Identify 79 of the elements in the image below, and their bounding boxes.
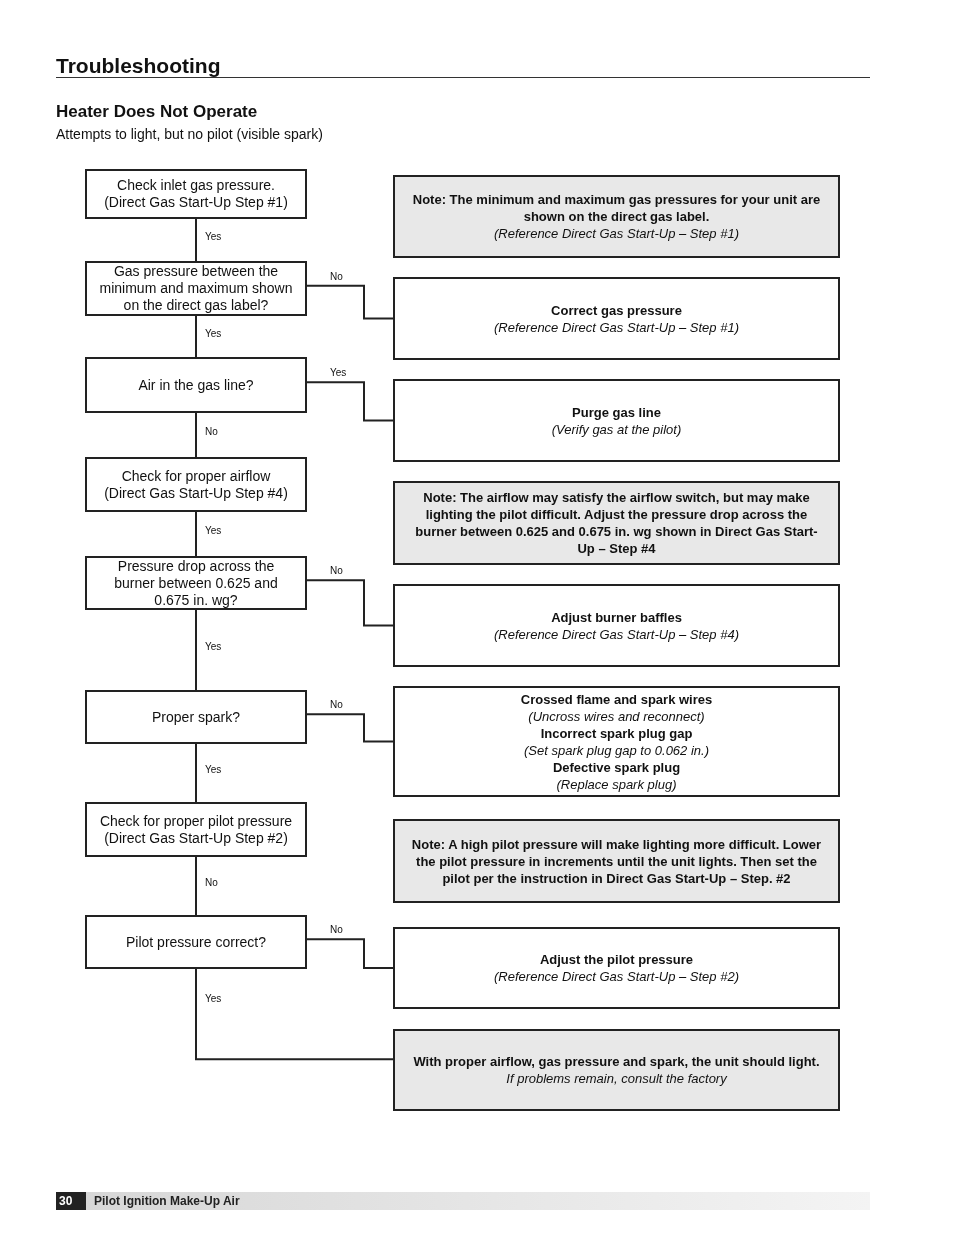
action-heading: Note: A high pilot pressure will make lighting more difficult. Lower the pilot pressure in increments until the unit lights. Then set the pilot per the instruction in Direct Gas Start-Up – Step. #2 <box>410 835 823 887</box>
connector-line <box>195 218 197 262</box>
connector-line <box>306 381 394 422</box>
action-heading: Note: The airflow may satisfy the airflow switch, but may make lighting the pilot difficult. Adjust the pressure drop across the burner between 0.625 and 0.675 in. wg shown in Direct Gas Start-Up – Step #4 <box>414 489 819 557</box>
action-note: (Reference Direct Gas Start-Up – Step #4) <box>494 625 739 643</box>
edge-label: No <box>329 271 344 282</box>
action-heading: Crossed flame and spark wires <box>520 690 713 708</box>
step-text: (Direct Gas Start-Up Step #4) <box>104 484 288 502</box>
step-box <box>85 556 307 610</box>
edge-label: Yes <box>204 232 223 242</box>
action-box <box>393 927 840 1009</box>
edge-label: Yes <box>329 368 348 379</box>
action-heading: With proper airflow, gas pressure and spark, the unit should light. <box>413 1053 820 1070</box>
action-box <box>393 584 840 667</box>
action-box <box>393 686 840 797</box>
step-box <box>85 915 307 969</box>
action-note: If problems remain, consult the factory <box>506 1070 727 1087</box>
action-note: (Replace spark plug) <box>556 775 677 793</box>
edge-label: Yes <box>204 642 223 652</box>
connector-line <box>195 968 394 1061</box>
note-box <box>393 1029 840 1111</box>
action-heading: Defective spark plug <box>552 758 681 776</box>
connector-line <box>195 511 197 557</box>
edge-label: Yes <box>204 994 223 1005</box>
action-heading: Adjust burner baffles <box>551 608 682 626</box>
connector-line <box>306 938 394 969</box>
step-text: Gas pressure between the minimum and maximum shown on the direct gas label? <box>99 263 293 314</box>
action-box <box>393 379 840 462</box>
section-heading: Heater Does Not Operate <box>56 101 258 123</box>
action-note: (Verify gas at the pilot) <box>551 420 682 438</box>
connector-line <box>306 284 394 320</box>
connector-line <box>306 713 394 743</box>
note-box <box>393 819 840 903</box>
step-text: Pilot pressure correct? <box>125 933 267 951</box>
connector-line <box>195 315 197 358</box>
step-box <box>85 357 307 413</box>
action-heading: Note: The minimum and maximum gas pressures for your unit are shown on the direct gas label. <box>411 191 822 225</box>
connector-line <box>195 856 197 916</box>
edge-label: Yes <box>204 328 223 339</box>
connector-line <box>306 579 394 627</box>
edge-label: Yes <box>204 526 223 536</box>
edge-label: No <box>329 925 344 936</box>
action-heading: Adjust the pilot pressure <box>539 951 694 968</box>
action-note: (Set spark plug gap to 0.062 in.) <box>524 741 709 759</box>
edge-label: No <box>204 427 219 437</box>
step-text: Check for proper pilot pressure <box>99 812 293 830</box>
section-subtitle: Attempts to light, but no pilot (visible spark) <box>56 125 323 144</box>
step-box <box>85 690 307 744</box>
edge-label: No <box>204 878 219 888</box>
step-text: Proper spark? <box>152 708 240 726</box>
connector-line <box>195 412 197 458</box>
footer-title: Pilot Ignition Make-Up Air <box>94 1193 240 1210</box>
action-note: (Reference Direct Gas Start-Up – Step #1) <box>494 318 739 336</box>
step-text: Pressure drop across the burner between 0.625 and 0.675 in. wg? <box>113 557 279 609</box>
action-heading: Purge gas line <box>572 403 661 421</box>
step-box <box>85 457 307 512</box>
connector-line <box>195 743 197 803</box>
action-heading: Incorrect spark plug gap <box>540 724 693 742</box>
edge-label: Yes <box>204 765 223 775</box>
action-note: (Reference Direct Gas Start-Up – Step #2) <box>494 968 739 985</box>
step-text: Check inlet gas pressure. <box>117 177 275 194</box>
action-note: (Uncross wires and reconnect) <box>528 707 705 725</box>
step-text: Air in the gas line? <box>138 376 254 394</box>
step-text: (Direct Gas Start-Up Step #1) <box>104 194 288 211</box>
page-title: Troubleshooting <box>56 53 221 79</box>
action-note: (Reference Direct Gas Start-Up – Step #1) <box>494 225 739 242</box>
step-text: Check for proper airflow <box>121 467 271 485</box>
step-box <box>85 261 307 316</box>
page-number: 30 <box>56 1192 86 1210</box>
action-box <box>393 277 840 360</box>
note-box <box>393 175 840 258</box>
step-text: (Direct Gas Start-Up Step #2) <box>104 829 288 847</box>
step-box <box>85 802 307 857</box>
edge-label: No <box>329 700 344 711</box>
connector-line <box>195 609 197 691</box>
note-box <box>393 481 840 565</box>
edge-label: No <box>329 566 344 577</box>
step-box <box>85 169 307 219</box>
action-heading: Correct gas pressure <box>551 301 682 319</box>
